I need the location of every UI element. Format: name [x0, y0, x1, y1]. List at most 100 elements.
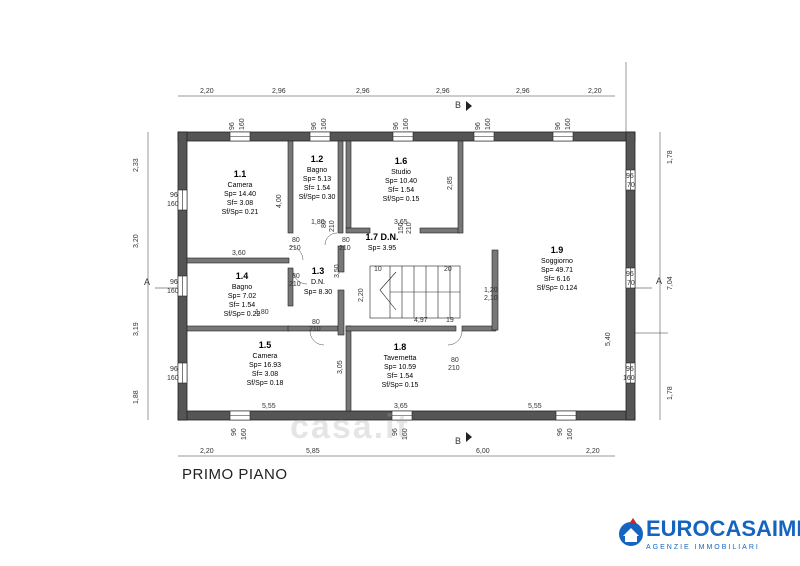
dim-left-2: 3,20 [133, 234, 140, 248]
dim-right-3: 1,78 [667, 386, 674, 400]
room-sp: Sp= 7.02 [228, 293, 256, 300]
section-marks [155, 101, 652, 442]
dim-right-1: 1,78 [667, 150, 674, 164]
dim-int-3-05: 3,05 [337, 360, 344, 374]
room-sf: Sf= 6.16 [544, 276, 570, 283]
room-sp: Sp= 49.71 [541, 267, 573, 274]
room-label-1-3: 1.3 D.N. Sp= 8.30 [304, 266, 332, 296]
win-label-160: 160 [167, 288, 179, 295]
win-label-96: 96 [170, 366, 178, 373]
dim-int-10: 10 [374, 266, 382, 273]
dim-int-5-40: 5,40 [605, 332, 612, 346]
win-label-96: 96 [392, 428, 399, 436]
dim-top-6: 2,20 [588, 88, 602, 95]
dim-left-3: 3,19 [133, 322, 140, 336]
room-sf: Sf= 3.08 [227, 200, 253, 207]
dim-left-1: 2,33 [133, 158, 140, 172]
room-ratio: Sf/Sp= 0.21 [222, 209, 259, 216]
dim-door-80e: 80 [451, 357, 459, 364]
dim-top-5: 2,96 [516, 88, 530, 95]
room-label-1-8: 1.8 Tavernetta Sp= 10.59 Sf= 1.54 Sf/Sp=… [382, 342, 419, 389]
room-label-1-2: 1.2 Bagno Sp= 5.13 Sf= 1.54 Sf/Sp= 0.30 [299, 154, 336, 201]
dim-int-2-85: 2,85 [447, 176, 454, 190]
dim-left-4: 1,88 [133, 390, 140, 404]
room-sf: Sf= 3.08 [252, 371, 278, 378]
dim-door-210d: 210 [309, 326, 321, 333]
room-id: 1.8 [394, 342, 407, 352]
win-label-160: 160 [623, 375, 635, 382]
dim-door-210f: 210 [329, 220, 336, 232]
room-name: Studio [391, 169, 411, 176]
room-sp: Sp= 16.93 [249, 362, 281, 369]
win-label-70: 70 [627, 182, 635, 189]
win-label-160: 160 [402, 428, 409, 440]
dim-door-80d: 80 [312, 319, 320, 326]
dim-int-1-20: 1,20 [484, 287, 498, 294]
house-logo-icon [619, 518, 643, 546]
win-label-70: 70 [627, 280, 635, 287]
win-label-160: 160 [565, 118, 572, 130]
win-label-160: 160 [485, 118, 492, 130]
dim-int-5-55b: 5,55 [528, 403, 542, 410]
plan-title: PRIMO PIANO [182, 466, 288, 483]
door-swings [288, 232, 463, 346]
dim-int-2-10: 2,10 [484, 295, 498, 302]
room-name: Soggiorno [541, 258, 573, 265]
win-label-96: 96 [393, 122, 400, 130]
room-name: Bagno [307, 167, 327, 174]
dim-top-3: 2,96 [356, 88, 370, 95]
win-label-96: 96 [311, 122, 318, 130]
dim-top-4: 2,96 [436, 88, 450, 95]
win-label-160: 160 [239, 118, 246, 130]
dim-int-3-50: 3,50 [334, 264, 341, 278]
dim-int-3-60: 3,60 [232, 250, 246, 257]
dim-bottom-1: 2,20 [200, 448, 214, 455]
staircase [369, 265, 461, 319]
windows [177, 131, 636, 421]
room-sf: Sf= 1.54 [229, 302, 255, 309]
section-label-b-bottom: B [455, 436, 461, 446]
win-label-96: 96 [475, 122, 482, 130]
room-id: 1.1 [234, 169, 247, 179]
dim-top-2: 2,96 [272, 88, 286, 95]
dim-right-2: 7,04 [667, 276, 674, 290]
dim-door-210g: 210 [406, 222, 413, 234]
dim-int-1-80b: 1,80 [255, 309, 269, 316]
win-label-160: 160 [567, 428, 574, 440]
dim-door-210c: 210 [289, 281, 301, 288]
dim-int-20: 20 [444, 266, 452, 273]
room-sf: Sf= 1.54 [387, 373, 413, 380]
room-ratio: Sf/Sp= 0.22 [224, 311, 261, 318]
dim-door-80a: 80 [292, 237, 300, 244]
room-ratio: Sf/Sp= 0.124 [537, 285, 578, 292]
room-label-1-9: 1.9 Soggiorno Sp= 49.71 Sf= 6.16 Sf/Sp= … [537, 245, 578, 292]
room-sp: Sp= 5.13 [303, 176, 331, 183]
win-label-160: 160 [167, 375, 179, 382]
dim-int-4-00: 4,00 [276, 194, 283, 208]
room-sf: Sf= 1.54 [388, 187, 414, 194]
room-sp: Sp= 10.40 [385, 178, 417, 185]
win-label-96: 96 [170, 192, 178, 199]
win-label-96: 96 [626, 271, 634, 278]
dim-bottom-3: 6,00 [476, 448, 490, 455]
room-name: D.N. [311, 279, 325, 286]
win-label-160: 160 [167, 201, 179, 208]
win-label-96: 96 [555, 122, 562, 130]
section-label-a-right: A [656, 276, 662, 286]
room-id: 1.4 [236, 271, 249, 281]
room-ratio: Sf/Sp= 0.30 [299, 194, 336, 201]
dim-door-210b: 210 [339, 245, 351, 252]
win-label-160: 160 [403, 118, 410, 130]
dim-door-210a: 210 [289, 245, 301, 252]
room-label-1-7: 1.7 D.N. Sp= 3.95 [365, 232, 398, 252]
room-label-1-5: 1.5 Camera Sp= 16.93 Sf= 3.08 Sf/Sp= 0.1… [247, 340, 284, 387]
dimension-lines [147, 62, 668, 457]
dim-top-1: 2,20 [200, 88, 214, 95]
section-label-b-top: B [455, 100, 461, 110]
dim-int-19: 19 [446, 317, 454, 324]
dim-int-2-20: 2,20 [358, 288, 365, 302]
room-id: 1.7 D.N. [365, 232, 398, 242]
win-label-96: 96 [231, 428, 238, 436]
room-label-1-4: 1.4 Bagno Sp= 7.02 Sf= 1.54 Sf/Sp= 0.22 [224, 271, 261, 318]
win-label-96: 96 [557, 428, 564, 436]
